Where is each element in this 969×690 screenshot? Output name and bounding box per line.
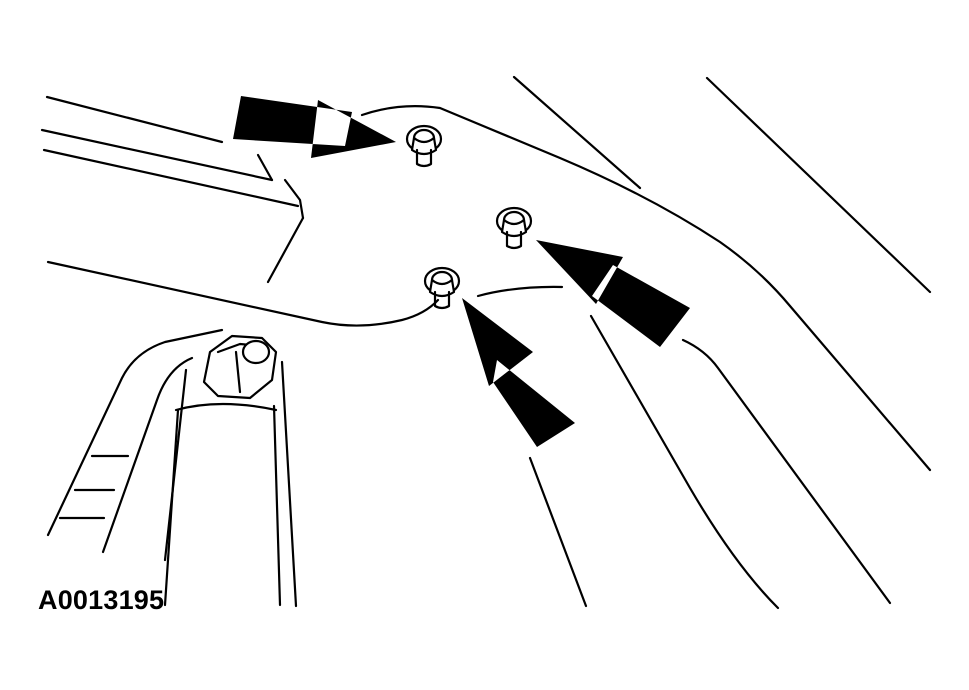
figure-id-label: A0013195 — [38, 585, 165, 615]
arrow-icon — [233, 96, 396, 158]
fastener-top — [405, 124, 443, 168]
fastener-right — [495, 206, 533, 250]
bracket-beam — [40, 95, 440, 327]
shock-absorber — [46, 328, 298, 608]
fastener-bottom — [423, 266, 461, 310]
shock-nut — [202, 334, 278, 400]
arrow-icon — [462, 298, 575, 447]
body-panel — [360, 75, 932, 610]
arrow-icon — [536, 240, 690, 347]
